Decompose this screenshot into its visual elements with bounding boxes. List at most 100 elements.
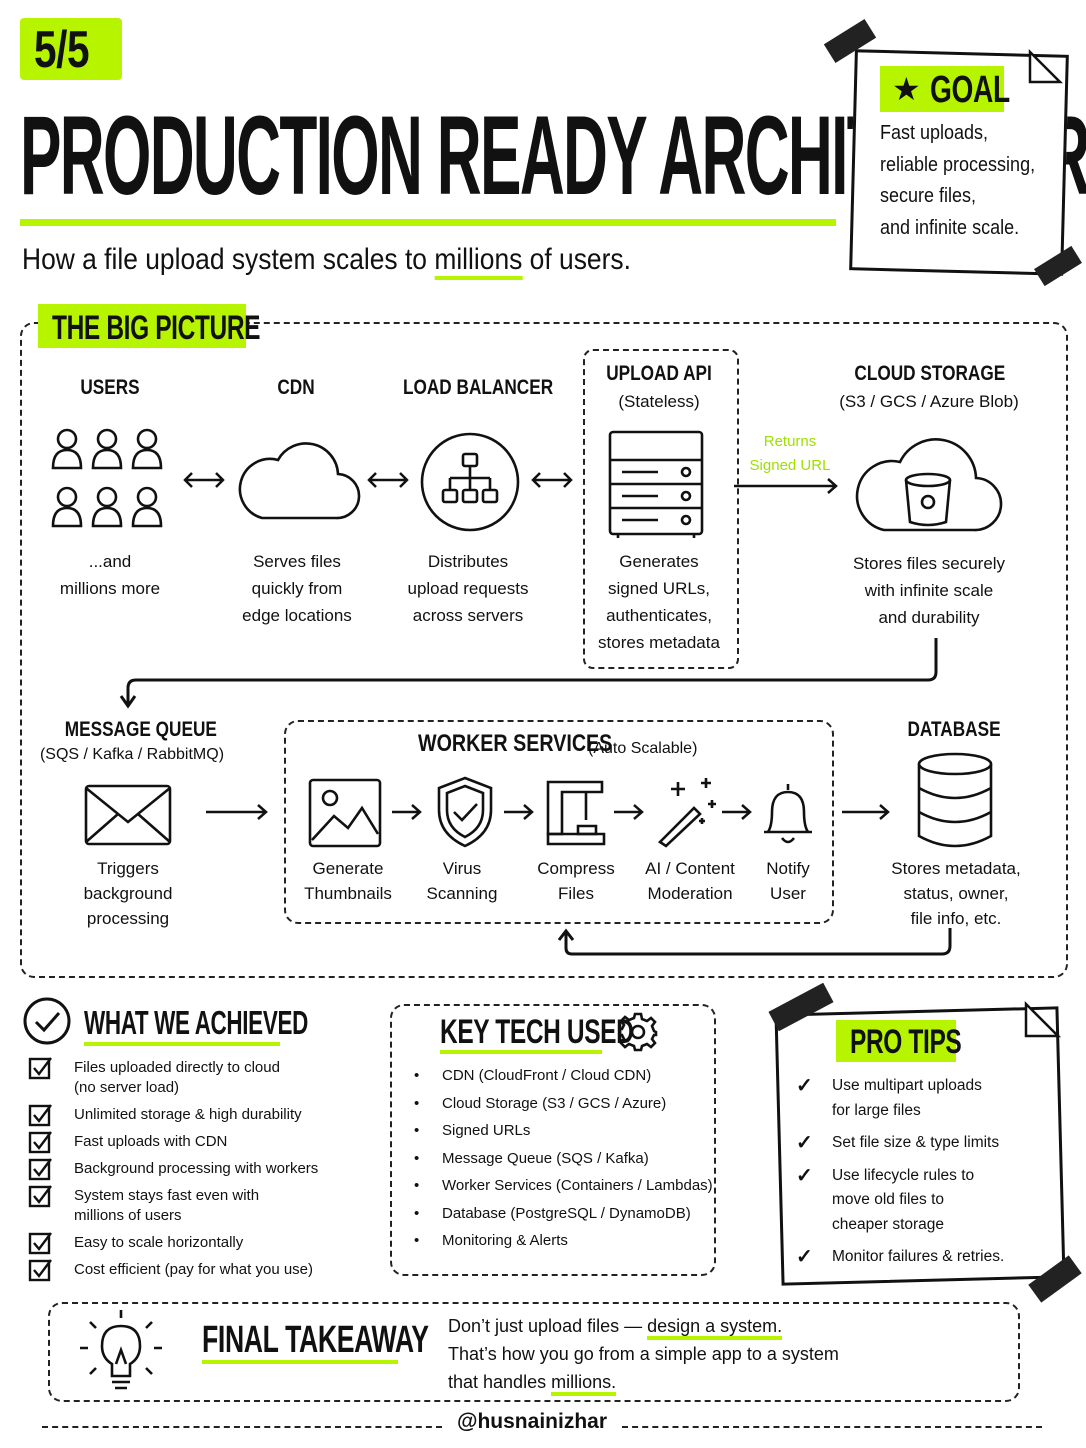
check-icon: ✓ [796, 1132, 813, 1154]
worker-label: Files [558, 884, 594, 903]
subtitle-end: of users. [522, 243, 631, 276]
arrow-right-icon [504, 804, 534, 820]
achieved-text: Unlimited storage & high durability [74, 1106, 302, 1123]
bullet-icon: • [414, 1204, 420, 1222]
tip-text: Use multipart uploads [832, 1077, 982, 1094]
takeaway-underline [202, 1360, 398, 1364]
tech-text: Database (PostgreSQL / DynamoDB) [442, 1204, 691, 1222]
takeaway-line: that handles millions. [448, 1368, 839, 1396]
image-icon [308, 778, 382, 848]
tip-text: Use lifecycle rules to [832, 1166, 975, 1184]
message-queue-sub: (SQS / Kafka / RabbitMQ) [39, 746, 225, 763]
arrow-right-icon [614, 804, 644, 820]
achieved-item: Cost efficient (pay for what you use) [28, 1259, 368, 1282]
desc-line: with infinite scale [864, 581, 994, 600]
worker-label: Generate [312, 859, 384, 878]
gear-icon [618, 1012, 658, 1052]
worker-services-title: WORKER SERVICES [418, 730, 613, 757]
goal-line: reliable processing, [880, 153, 1036, 176]
database-desc: Stores metadata, status, owner, file inf… [876, 856, 1036, 931]
tech-item: •Cloud Storage (S3 / GCS / Azure) [414, 1090, 714, 1118]
pro-tips-title: PRO TIPS [850, 1023, 962, 1061]
footer-rule-right [622, 1426, 1042, 1428]
connector-arrow-icon [119, 638, 938, 709]
achieved-item: Background processing with workers [28, 1158, 368, 1181]
subtitle-emphasis: millions [434, 243, 523, 280]
check-icon: ✓ [796, 1164, 813, 1187]
tip-text: Monitor failures & retries. [832, 1248, 1005, 1265]
takeaway-box [48, 1302, 1020, 1402]
bullet-icon: • [414, 1232, 420, 1249]
arrow-label: Returns Signed URL [740, 430, 840, 478]
checkbox-checked-icon [28, 1130, 52, 1160]
achieved-item: Fast uploads with CDN [28, 1131, 368, 1154]
key-tech-title: KEY TECH USED [440, 1013, 634, 1051]
cloud-storage-title: CLOUD STORAGE [854, 362, 1006, 385]
upload-api-title: UPLOAD API [606, 362, 712, 385]
cloud-storage-sub: (S3 / GCS / Azure Blob) [839, 392, 1019, 411]
desc-line: status, owner, [903, 884, 1009, 903]
envelope-icon [84, 784, 172, 846]
cloud-storage-desc: Stores files securely with infinite scal… [830, 550, 1028, 631]
desc-line: Triggers [97, 859, 159, 878]
goal-note-fold [1028, 48, 1064, 84]
tech-text: Message Queue (SQS / Kafka) [442, 1149, 649, 1167]
cdn-desc: Serves files quickly from edge locations [222, 548, 372, 629]
desc-line: Serves files [253, 552, 341, 571]
goal-line: and infinite scale. [880, 216, 1020, 239]
tip-item: ✓Set file size & type limits [794, 1131, 1044, 1156]
cdn-title: CDN [277, 376, 315, 399]
tech-text: CDN (CloudFront / Cloud CDN) [442, 1067, 652, 1084]
tip-text: move old files to [832, 1191, 944, 1208]
arrow-right-icon [206, 804, 268, 820]
desc-line: across servers [412, 606, 524, 625]
tech-item: •Signed URLs [414, 1117, 714, 1145]
goal-line: secure files, [880, 185, 977, 207]
title-underline [20, 219, 836, 226]
tech-text: Cloud Storage (S3 / GCS / Azure) [442, 1094, 667, 1112]
worker-label: AI / Content [645, 859, 735, 878]
pro-tips-fold [1024, 1000, 1062, 1038]
worker-label: User [770, 884, 806, 903]
desc-line: stores metadata [598, 633, 720, 652]
worker-item-thumbnails: Generate Thumbnails [294, 856, 402, 906]
bidirectional-arrow-icon [183, 472, 225, 488]
tip-text: for large files [832, 1101, 921, 1119]
upload-api-sub: (Stateless) [618, 392, 700, 411]
tech-item: • Message Queue (SQS / Kafka) [414, 1145, 714, 1173]
tech-item: •Monitoring & Alerts [414, 1227, 714, 1255]
achieved-text: Files uploaded directly to cloud [74, 1059, 280, 1076]
worker-item-notify: Notify User [748, 856, 828, 906]
message-queue-desc: Triggers background processing [58, 856, 198, 931]
tip-text: cheaper storage [832, 1215, 945, 1233]
takeaway-title: FINAL TAKEAWAY [202, 1319, 429, 1361]
achieved-text: System stays fast even with [74, 1187, 260, 1204]
desc-line: processing [86, 909, 170, 928]
desc-line: signed URLs, [607, 579, 711, 598]
database-icon [917, 752, 993, 848]
bidirectional-arrow-icon [531, 472, 573, 488]
magic-wand-icon [657, 778, 716, 848]
worker-label: Scanning [426, 884, 498, 903]
pro-tips-badge [836, 1020, 956, 1062]
checkbox-checked-icon [28, 1184, 52, 1214]
takeaway-text: Don’t just upload files — design a syste… [448, 1312, 839, 1396]
bullet-icon: • [414, 1067, 420, 1084]
bullet-icon: • [414, 1149, 420, 1167]
arrow-label-line: Signed URL [749, 457, 831, 474]
desc-line: Generates [619, 552, 699, 571]
key-tech-box [390, 1004, 716, 1276]
compress-clamp-icon [546, 780, 606, 846]
checkbox-checked-icon [28, 1103, 52, 1133]
checkbox-checked-icon [28, 1056, 52, 1086]
achieved-text: millions of users [74, 1207, 182, 1224]
achieved-item: System stays fast even with millions of u… [28, 1184, 368, 1226]
message-queue-title: MESSAGE QUEUE [64, 718, 217, 741]
achieved-text: Fast uploads with CDN [74, 1133, 228, 1150]
goal-text: Fast uploads, reliable processing, secur… [880, 118, 1035, 244]
author-handle[interactable]: @husnainizhar [457, 1410, 607, 1433]
desc-line: and durability [878, 608, 980, 627]
achieved-list: Files uploaded directly to cloud(no serv… [28, 1056, 368, 1287]
goal-line: Fast uploads, [880, 122, 989, 144]
tech-item: • CDN (CloudFront / Cloud CDN) [414, 1062, 714, 1090]
